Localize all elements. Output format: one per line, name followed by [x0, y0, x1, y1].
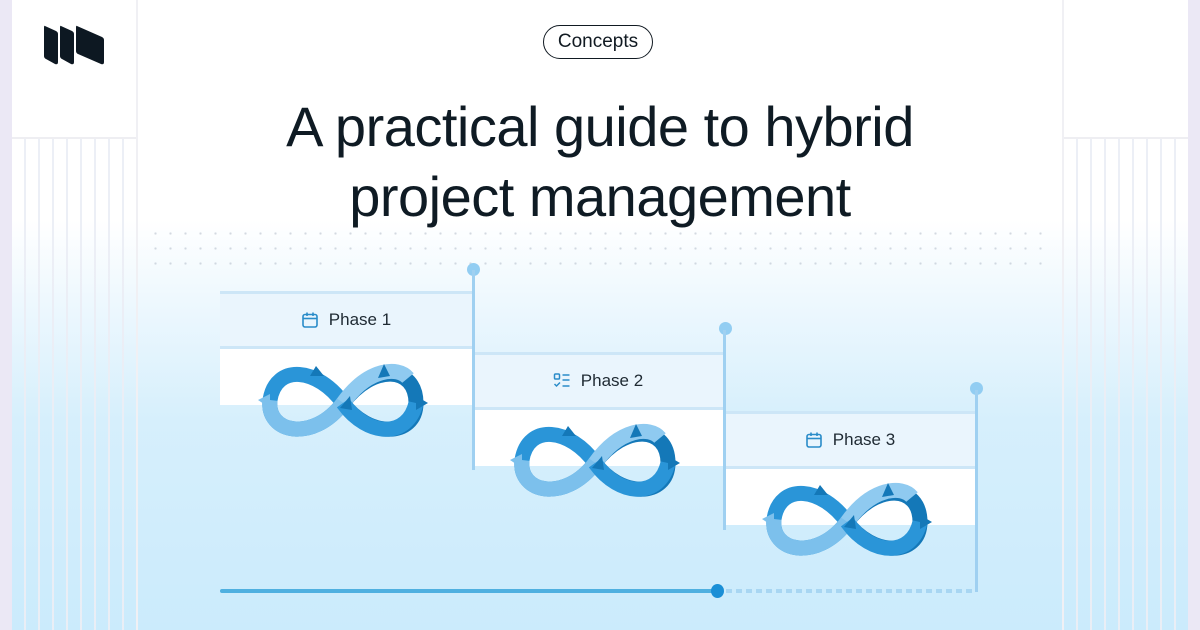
milestone-dot-3	[970, 382, 983, 395]
phase-1-label: Phase 1	[328, 310, 392, 329]
category-tag[interactable]: Concepts	[543, 25, 653, 59]
calendar-icon	[805, 432, 822, 448]
right-divider	[1062, 0, 1064, 630]
decorative-stripes	[12, 139, 136, 630]
phase-3-label: Phase 3	[832, 430, 896, 449]
phase-1-header: Phase 1	[220, 291, 472, 349]
category-tag-label: Concepts	[557, 31, 639, 52]
infinity-loop-icon	[762, 482, 932, 556]
phase-card-2: Phase 2	[472, 352, 724, 470]
decorative-stripes	[1064, 139, 1188, 630]
timeline-remaining	[726, 589, 976, 593]
phase-card-1: Phase 1	[220, 291, 472, 409]
phase-2-header: Phase 2	[472, 352, 724, 410]
infinity-loop-icon	[258, 363, 428, 437]
timeline-progress-marker	[711, 584, 724, 598]
brand-logo-icon[interactable]	[42, 22, 108, 66]
left-side-panel	[12, 0, 136, 630]
milestone-dot-1	[467, 263, 480, 276]
milestone-line-2	[723, 330, 726, 530]
right-side-panel	[1064, 0, 1188, 630]
dot-grid-pattern	[148, 226, 1052, 276]
calendar-icon	[301, 312, 318, 328]
left-divider	[136, 0, 138, 630]
milestone-dot-2	[719, 322, 732, 335]
milestone-line-1	[472, 270, 475, 470]
title-line-2: project management	[349, 165, 851, 228]
checklist-icon	[553, 373, 570, 388]
right-box	[1064, 0, 1188, 139]
hero-banner: Concepts A practical guide to hybrid pro…	[12, 0, 1188, 630]
phase-2-label: Phase 2	[580, 371, 644, 390]
page-title: A practical guide to hybrid project mana…	[162, 92, 1038, 232]
phase-3-header: Phase 3	[724, 411, 976, 469]
logo-box	[12, 0, 136, 139]
milestone-line-3	[975, 390, 978, 592]
infinity-loop-icon	[510, 423, 680, 497]
timeline-completed	[220, 589, 718, 593]
title-line-1: A practical guide to hybrid	[286, 95, 914, 158]
